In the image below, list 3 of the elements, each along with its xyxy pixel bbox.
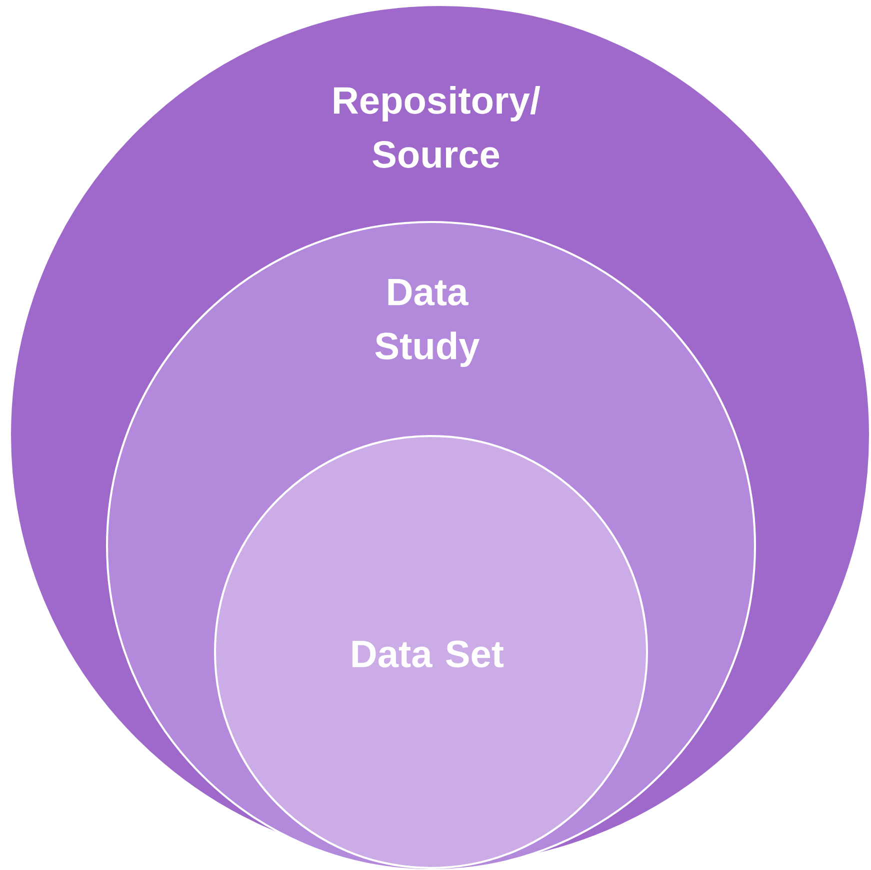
circle-label: Repository/ Source [334,86,540,168]
circle-label: Data Set [352,640,504,668]
circle-label: Data Study [375,278,480,368]
